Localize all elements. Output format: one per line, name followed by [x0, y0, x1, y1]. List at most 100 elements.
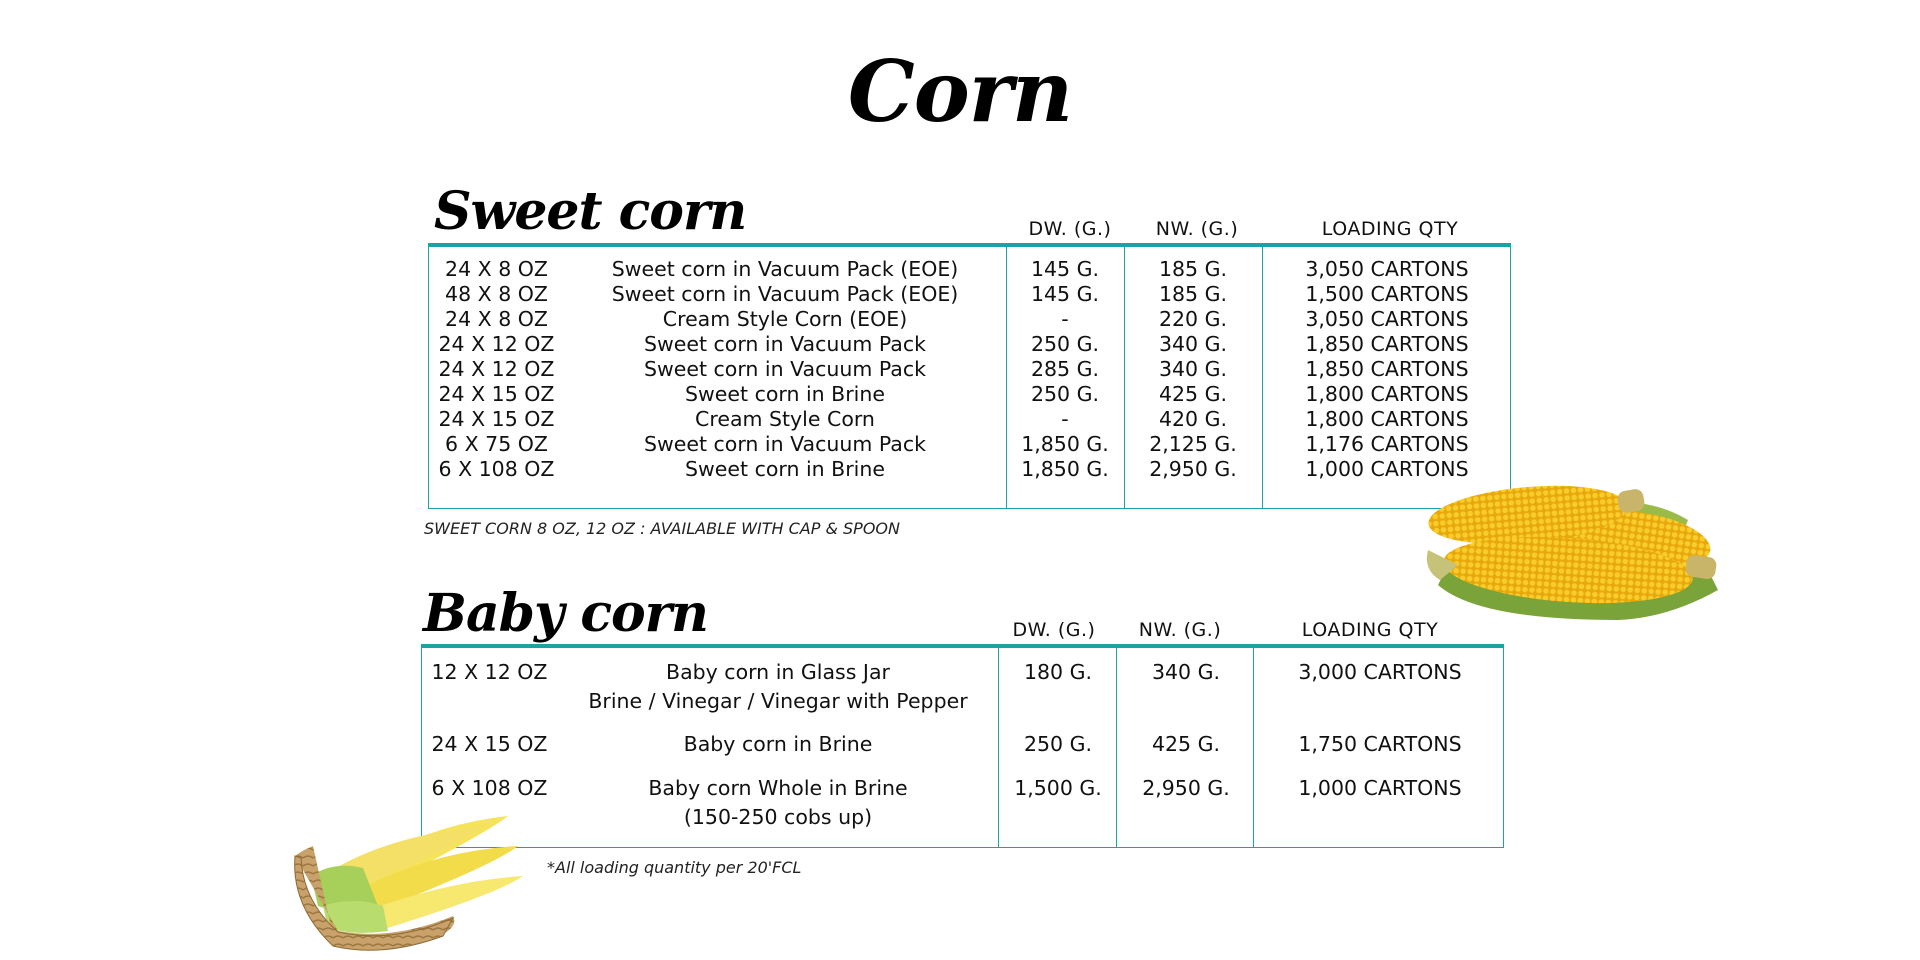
sweet-corn-cobs-image: [1426, 485, 1718, 620]
pack-text: 24 X 15 OZ: [431, 732, 548, 756]
cell-product: Sweet corn in Vacuum Pack: [564, 332, 1006, 357]
qty-text: 1,500 CARTONS: [1305, 282, 1469, 306]
qty-text: 1,800 CARTONS: [1305, 407, 1469, 431]
pack-text: 24 X 8 OZ: [445, 307, 548, 331]
baby-col-dw: DW. (G.): [1012, 619, 1096, 641]
nw-text: 340 G.: [1158, 357, 1228, 381]
cell-nw: 185 G.: [1124, 257, 1262, 282]
nw-text: 425 G.: [1158, 382, 1228, 406]
qty-text: 1,750 CARTONS: [1298, 732, 1462, 756]
dw-text: 285 G.: [1030, 357, 1100, 381]
sweet-col-nw: NW. (G.): [1155, 218, 1239, 240]
sweet-corn-note: SWEET CORN 8 OZ, 12 OZ : AVAILABLE WITH …: [424, 519, 900, 538]
cell-dw: 250 G.: [1006, 382, 1124, 407]
pack-text: 24 X 15 OZ: [438, 382, 555, 406]
dw-text: 145 G.: [1030, 282, 1100, 306]
sweet-col-dw: DW. (G.): [1028, 218, 1112, 240]
cell-product: Sweet corn in Brine: [564, 382, 1006, 407]
product-text: Sweet corn in Vacuum Pack: [643, 432, 927, 456]
cell-qty: 1,000 CARTONS: [1255, 776, 1505, 801]
baby-corn-note: *All loading quantity per 20'FCL: [547, 858, 802, 877]
dw-text: 1,850 G.: [1021, 457, 1109, 481]
product-text: Sweet corn in Brine: [685, 382, 885, 406]
cell-qty: 1,000 CARTONS: [1262, 457, 1512, 482]
cell-dw: 145 G.: [1006, 282, 1124, 307]
qty-text: 3,000 CARTONS: [1298, 660, 1462, 684]
nw-text: 2,950 G.: [1142, 776, 1230, 800]
cell-dw: 250 G.: [999, 732, 1117, 757]
cell-nw: 340 G.: [1124, 357, 1262, 382]
pack-text: 6 X 108 OZ: [438, 457, 555, 481]
nw-text: 185 G.: [1158, 257, 1228, 281]
cell-pack: 24 X 8 OZ: [429, 307, 564, 332]
nw-text: 185 G.: [1158, 282, 1228, 306]
product-text: Baby corn in Glass Jar: [666, 660, 890, 684]
qty-text: 1,000 CARTONS: [1298, 776, 1462, 800]
cell-nw: 185 G.: [1124, 282, 1262, 307]
column-divider: [1253, 648, 1254, 847]
cell-product: Sweet corn in Vacuum Pack (EOE): [564, 257, 1006, 282]
cell-qty: 1,800 CARTONS: [1262, 382, 1512, 407]
cell-pack: 24 X 15 OZ: [422, 732, 557, 757]
product-text: Cream Style Corn: [695, 407, 875, 431]
cell-qty: 3,050 CARTONS: [1262, 257, 1512, 282]
cell-qty: 1,850 CARTONS: [1262, 332, 1512, 357]
product-text: Sweet corn in Vacuum Pack: [643, 332, 927, 356]
dw-text: 250 G.: [1030, 332, 1100, 356]
cell-product: Sweet corn in Vacuum Pack: [564, 432, 1006, 457]
cell-pack: 48 X 8 OZ: [429, 282, 564, 307]
column-divider: [1124, 247, 1125, 508]
column-divider: [1116, 648, 1117, 847]
cell-qty: 3,000 CARTONS: [1255, 660, 1505, 685]
sweet-corn-heading: Sweet corn: [434, 181, 747, 242]
cell-qty: 1,750 CARTONS: [1255, 732, 1505, 757]
qty-text: 1,850 CARTONS: [1305, 332, 1469, 356]
cell-nw: 2,125 G.: [1124, 432, 1262, 457]
baby-corn-basket-image: [294, 816, 523, 951]
cell-pack: 24 X 8 OZ: [429, 257, 564, 282]
nw-text: 340 G.: [1151, 660, 1221, 684]
pack-text: 24 X 12 OZ: [438, 357, 555, 381]
cell-product: Baby corn Whole in Brine (150-250 cobs up…: [557, 776, 999, 830]
qty-text: 3,050 CARTONS: [1305, 257, 1469, 281]
cell-qty: 3,050 CARTONS: [1262, 307, 1512, 332]
cell-qty: 1,500 CARTONS: [1262, 282, 1512, 307]
qty-text: 1,176 CARTONS: [1305, 432, 1469, 456]
cell-pack: 6 X 75 OZ: [429, 432, 564, 457]
dw-text: -: [1061, 407, 1069, 431]
product-detail-text: (150-250 cobs up): [683, 805, 873, 829]
dw-text: 180 G.: [1023, 660, 1093, 684]
cell-pack: 12 X 12 OZ: [422, 660, 557, 685]
product-text: Baby corn in Brine: [683, 732, 873, 756]
sweet-corn-table: 24 X 8 OZ Sweet corn in Vacuum Pack (EOE)…: [428, 243, 1511, 509]
cell-pack: 6 X 108 OZ: [422, 776, 557, 801]
cell-pack: 6 X 108 OZ: [429, 457, 564, 482]
cell-qty: 1,800 CARTONS: [1262, 407, 1512, 432]
pack-text: 48 X 8 OZ: [445, 282, 548, 306]
nw-text: 425 G.: [1151, 732, 1221, 756]
cell-qty: 1,850 CARTONS: [1262, 357, 1512, 382]
sweet-col-qty: LOADING QTY: [1321, 218, 1459, 240]
cell-dw: 1,850 G.: [1006, 432, 1124, 457]
dw-text: -: [1061, 307, 1069, 331]
cell-dw: 1,850 G.: [1006, 457, 1124, 482]
cell-pack: 24 X 12 OZ: [429, 332, 564, 357]
baby-col-qty: LOADING QTY: [1301, 619, 1439, 641]
product-text: Cream Style Corn (EOE): [662, 307, 908, 331]
cell-nw: 425 G.: [1117, 732, 1255, 757]
product-text: Baby corn Whole in Brine: [648, 776, 908, 800]
pack-text: 24 X 8 OZ: [445, 257, 548, 281]
baby-col-nw: NW. (G.): [1138, 619, 1222, 641]
cell-pack: 24 X 12 OZ: [429, 357, 564, 382]
column-divider: [1006, 247, 1007, 508]
page-title: Corn: [847, 42, 1073, 141]
cell-pack: 24 X 15 OZ: [429, 407, 564, 432]
product-text: Sweet corn in Vacuum Pack (EOE): [611, 257, 959, 281]
cell-nw: 340 G.: [1124, 332, 1262, 357]
nw-text: 2,125 G.: [1149, 432, 1237, 456]
pack-text: 12 X 12 OZ: [431, 660, 548, 684]
cell-dw: 250 G.: [1006, 332, 1124, 357]
qty-text: 1,800 CARTONS: [1305, 382, 1469, 406]
